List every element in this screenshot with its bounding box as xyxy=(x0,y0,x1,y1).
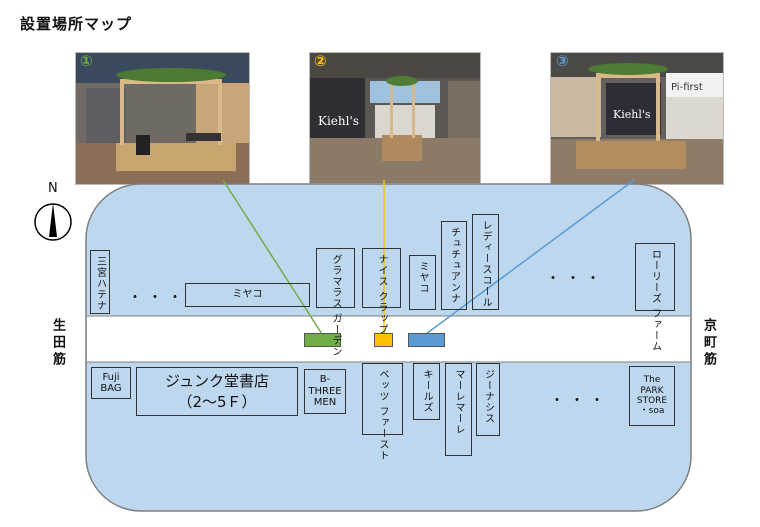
connector-line-1 xyxy=(222,179,323,335)
shop-tutuanna: チュチュアンナ xyxy=(441,221,467,310)
shop-miyako-wide: ミヤコ xyxy=(185,283,310,307)
compass-needle-icon xyxy=(49,203,57,237)
shop-fuji-bag: Fuji BAG xyxy=(91,367,131,399)
shop-park-store: The PARK STORE ・soa xyxy=(629,366,675,426)
shop-junkudo: ジュンク堂書店 （2～5Ｆ） xyxy=(136,367,298,416)
shop-bets-first: ベッツ ファースト xyxy=(362,363,403,461)
street-label-kyomachi: 京町筋 xyxy=(701,318,716,369)
shop-ladies-coal: レディースコール xyxy=(472,214,499,310)
kiehls-sign-text: Kiehl's xyxy=(318,114,359,128)
shop-b-three-men: B-THREE MEN xyxy=(304,369,346,414)
shop-kiels: キールズ xyxy=(413,363,440,420)
shop-miyako: ミヤコ xyxy=(409,255,436,310)
shop-sannomiya-hatena: 三宮ハテナ xyxy=(90,250,110,314)
page-title: 設置場所マップ xyxy=(20,15,133,33)
location-number-2: ② xyxy=(314,52,327,70)
shop-glamorous-garden: グラマラス ガーデン xyxy=(316,248,355,357)
shop-jinasis: ジーナシス xyxy=(476,363,500,436)
ellipsis-bottom-right: ・・・ xyxy=(550,393,610,409)
street-label-ikuta: 生田筋 xyxy=(50,318,65,369)
photo-location-1 xyxy=(75,52,250,185)
pi-first-sign-text: Pi-first xyxy=(671,82,703,93)
shop-mare-mare: マーレマーレ xyxy=(445,363,472,456)
location-number-3: ③ xyxy=(556,52,569,70)
kiehls-sign-text-2: Kiehl's xyxy=(613,108,651,121)
ellipsis-top-right: ・・・ xyxy=(546,271,606,287)
location-number-1: ① xyxy=(80,52,93,70)
ellipsis-top-left: ・・・ xyxy=(128,290,188,306)
connector-line-3 xyxy=(425,179,635,335)
shop-laurie-farm: ローリーズ ファーム xyxy=(635,243,675,352)
photo-location-2: Kiehl's xyxy=(309,52,481,184)
marker-location-3 xyxy=(408,333,445,347)
marker-location-1 xyxy=(304,333,341,347)
photo-location-3: Kiehl's Pi-first xyxy=(550,52,724,185)
compass-label: N xyxy=(48,181,58,196)
marker-location-2 xyxy=(374,333,393,347)
shop-nice-claup: ナイス クラップ xyxy=(362,248,401,335)
